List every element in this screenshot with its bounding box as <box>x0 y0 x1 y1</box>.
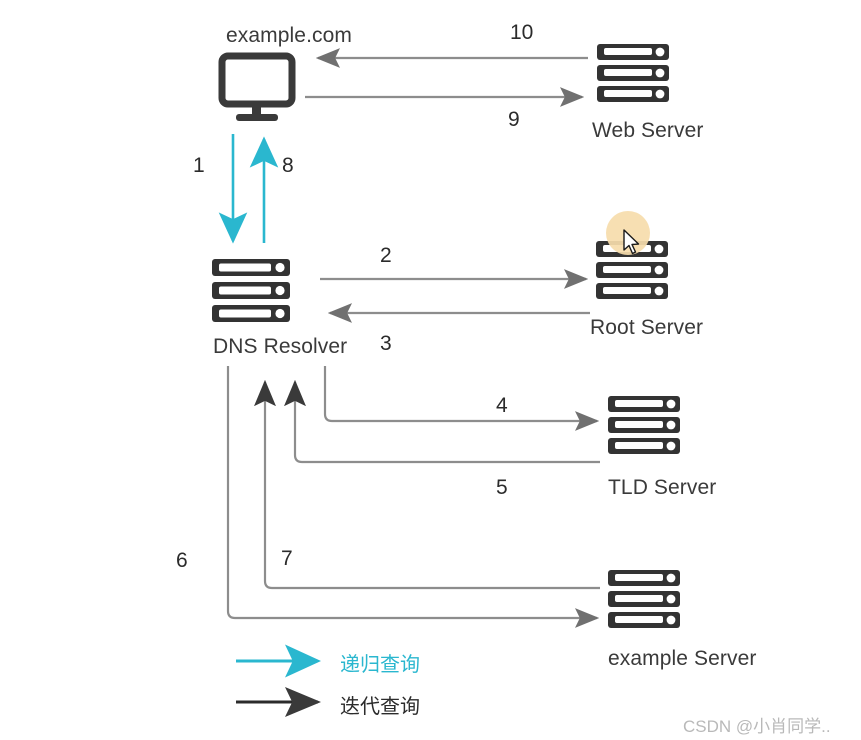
connector-step-5 <box>284 379 600 464</box>
node-label-root-server: Root Server <box>590 316 704 339</box>
server-rack-icon-tld <box>608 396 680 454</box>
node-label-dns-resolver: DNS Resolver <box>213 335 348 358</box>
server-rack-icon-web <box>597 44 669 102</box>
legend-label-iterative: 迭代查询 <box>340 696 420 718</box>
watermark: CSDN @小肖同学.. <box>683 717 831 736</box>
step-number-1: 1 <box>193 154 205 177</box>
step-number-8: 8 <box>282 154 294 177</box>
node-label-example-server: example Server <box>608 647 757 670</box>
step-number-7: 7 <box>281 547 293 570</box>
node-label-web-server: Web Server <box>592 119 704 142</box>
step-number-9: 9 <box>508 108 520 131</box>
step-number-10: 10 <box>510 21 534 44</box>
connector-step-6 <box>226 366 600 628</box>
mouse-cursor <box>623 229 640 255</box>
node-label-tld-server: TLD Server <box>608 476 717 499</box>
legend-label-recursive: 递归查询 <box>340 654 420 676</box>
step-number-5: 5 <box>496 476 508 499</box>
step-number-3: 3 <box>380 332 392 355</box>
step-number-2: 2 <box>380 244 392 267</box>
server-rack-icon-example <box>608 570 680 628</box>
connector-step-7 <box>254 379 600 590</box>
server-rack-icon-dns-resolver <box>212 259 290 322</box>
step-number-4: 4 <box>496 394 508 417</box>
step-number-6: 6 <box>176 549 188 572</box>
monitor-icon <box>218 52 296 121</box>
node-label-client: example.com <box>226 24 352 47</box>
connector-step-4 <box>323 366 600 431</box>
